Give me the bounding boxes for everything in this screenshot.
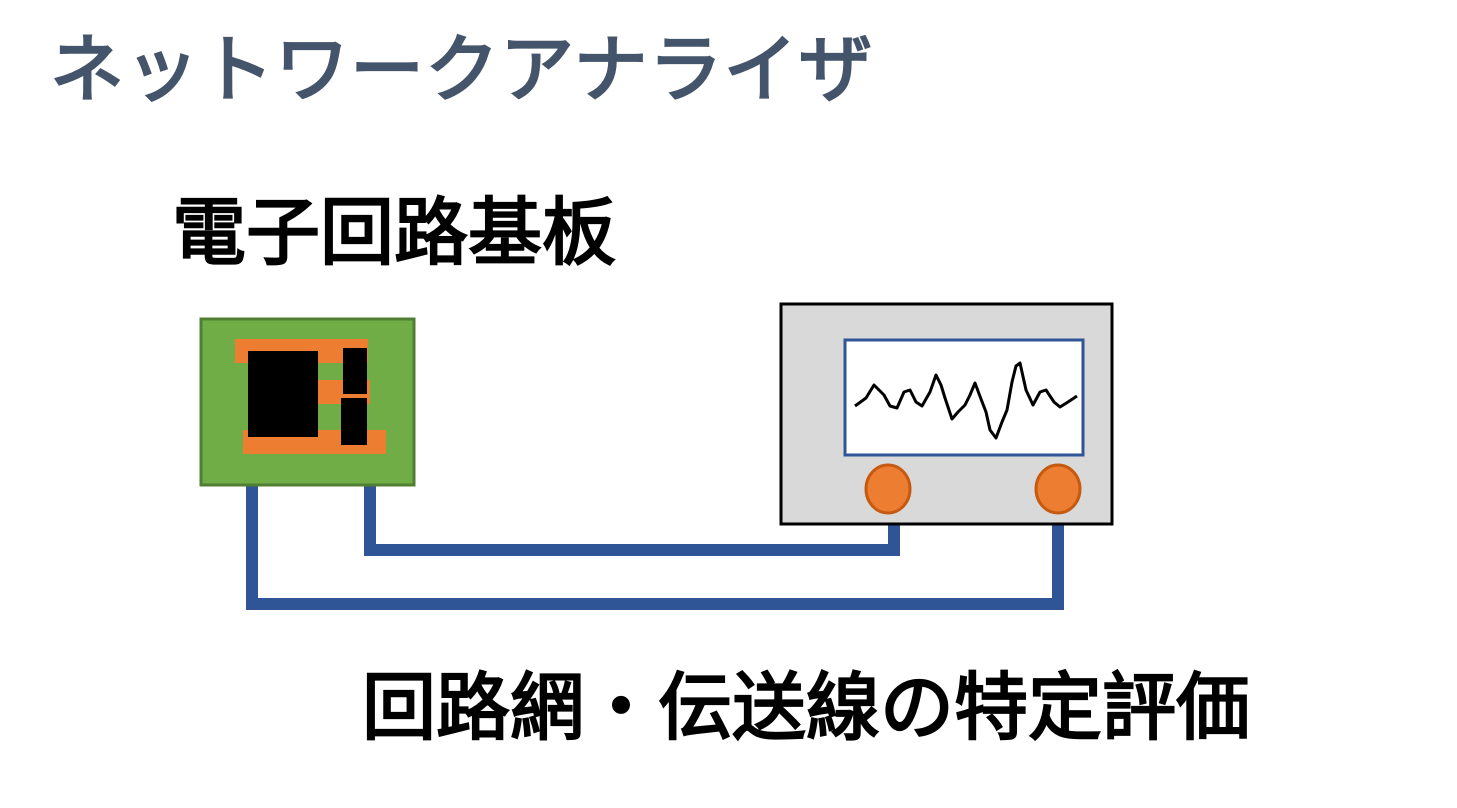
circuit-board-icon [199, 317, 416, 487]
waveform-icon [854, 361, 1078, 440]
network-analyzer-icon [779, 302, 1114, 526]
pcb-label: 電子回路基板 [172, 190, 616, 276]
caption: 回路網・伝送線の特定評価 [362, 665, 1250, 751]
analyzer-screen [843, 338, 1085, 457]
chip-small-top [343, 348, 367, 394]
analyzer-port-2 [1034, 463, 1082, 515]
slide-title: ネットワークアナライザ [50, 27, 874, 113]
cable-port1 [364, 485, 900, 556]
chip-small-bottom [341, 398, 367, 445]
cable-port2 [246, 485, 1064, 610]
analyzer-port-1 [864, 463, 912, 515]
cables [246, 485, 1064, 610]
chip-large [248, 351, 318, 437]
